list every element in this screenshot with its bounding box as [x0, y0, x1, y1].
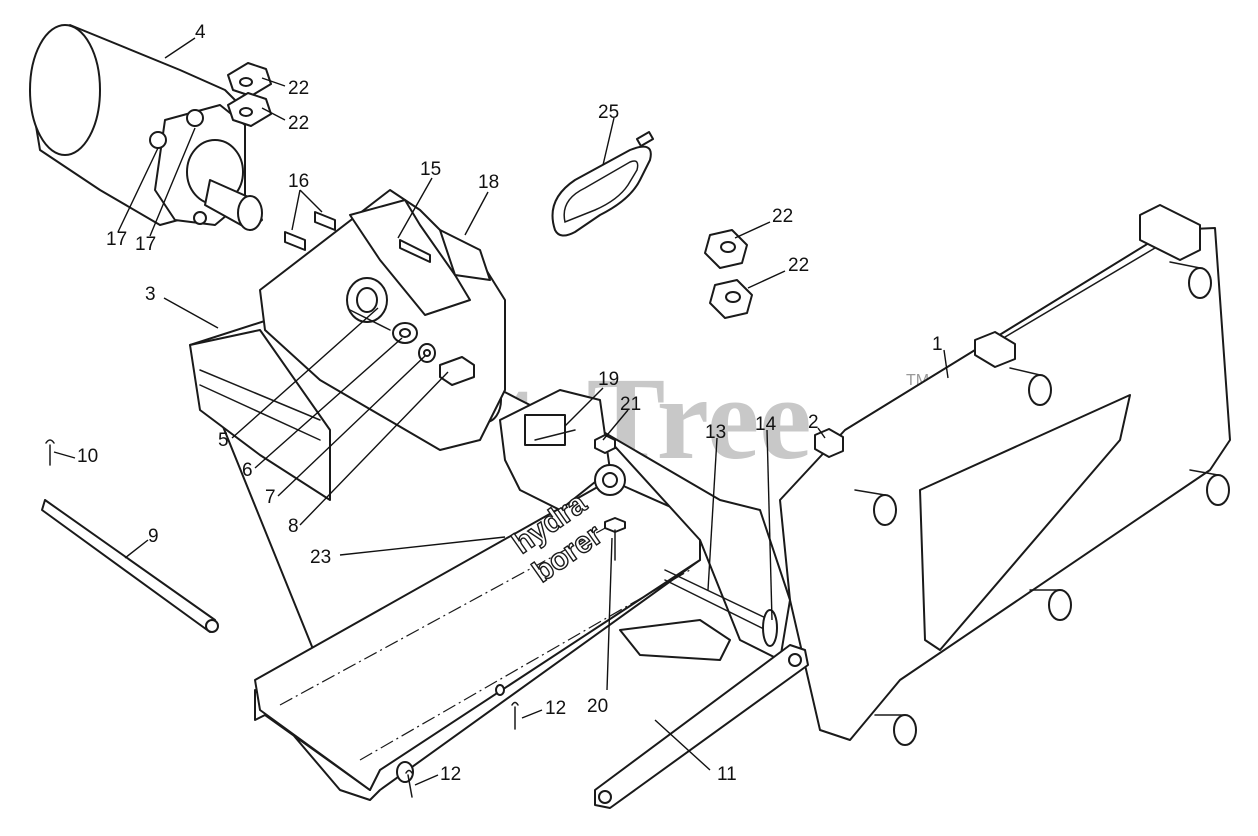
callout-17-a: 17 — [106, 229, 127, 250]
main-frame — [189, 299, 701, 801]
link-bar — [594, 644, 809, 809]
callout-22-a: 22 — [288, 78, 309, 99]
cotter-pin-12-lower — [405, 769, 413, 798]
callout-8: 8 — [288, 516, 299, 537]
callout-16: 16 — [288, 171, 309, 192]
callout-14: 14 — [755, 414, 777, 435]
cotter-pin-10 — [45, 439, 55, 466]
callout-19: 19 — [598, 369, 619, 390]
callout-20: 20 — [587, 696, 608, 717]
cotter-pin-12-upper — [511, 701, 519, 730]
washer-part-5 — [392, 322, 418, 344]
callout-22-b: 22 — [288, 113, 309, 134]
callout-11: 11 — [717, 764, 737, 785]
callout-7: 7 — [265, 487, 276, 508]
callout-22-d: 22 — [788, 255, 809, 276]
swing-arm-frame — [779, 204, 1231, 746]
callout-labels: 4 22 22 17 17 16 15 18 3 5 6 7 8 23 19 2… — [77, 22, 943, 785]
callout-5: 5 — [218, 430, 229, 451]
bolt-part-20 — [604, 517, 626, 561]
gear-housing — [259, 189, 506, 451]
callout-4: 4 — [195, 22, 206, 43]
callout-25: 25 — [598, 102, 619, 123]
callout-12-upper: 12 — [545, 698, 566, 719]
callout-9: 9 — [148, 526, 159, 547]
callout-15: 15 — [420, 159, 441, 180]
bolt-part-21 — [594, 434, 616, 454]
fitting-22-upper-a — [227, 62, 272, 97]
upper-arm — [599, 429, 791, 661]
callout-18: 18 — [478, 172, 499, 193]
callout-23: 23 — [310, 547, 331, 568]
callout-17-b: 17 — [135, 234, 156, 255]
leader-lines — [53, 37, 949, 786]
long-pin-part-9 — [41, 499, 219, 633]
callout-22-c: 22 — [772, 206, 793, 227]
callout-21: 21 — [620, 394, 641, 415]
callout-13: 13 — [705, 422, 726, 443]
fitting-22-mid-b — [709, 279, 753, 319]
bolt-part-8 — [439, 356, 475, 386]
fitting-22-upper-b — [227, 92, 272, 127]
belt-part-25 — [551, 131, 655, 237]
fitting-22-mid-a — [704, 229, 748, 269]
callout-6: 6 — [242, 460, 253, 481]
gear-part-15 — [346, 277, 391, 331]
callout-2: 2 — [808, 412, 819, 433]
callout-12-lower: 12 — [440, 764, 461, 785]
nut-part-2 — [814, 428, 844, 458]
callout-1: 1 — [932, 334, 943, 355]
callout-10: 10 — [77, 446, 98, 467]
pins-part-16 — [284, 211, 336, 251]
callout-3: 3 — [145, 284, 156, 305]
hydraulic-motor — [29, 24, 263, 231]
